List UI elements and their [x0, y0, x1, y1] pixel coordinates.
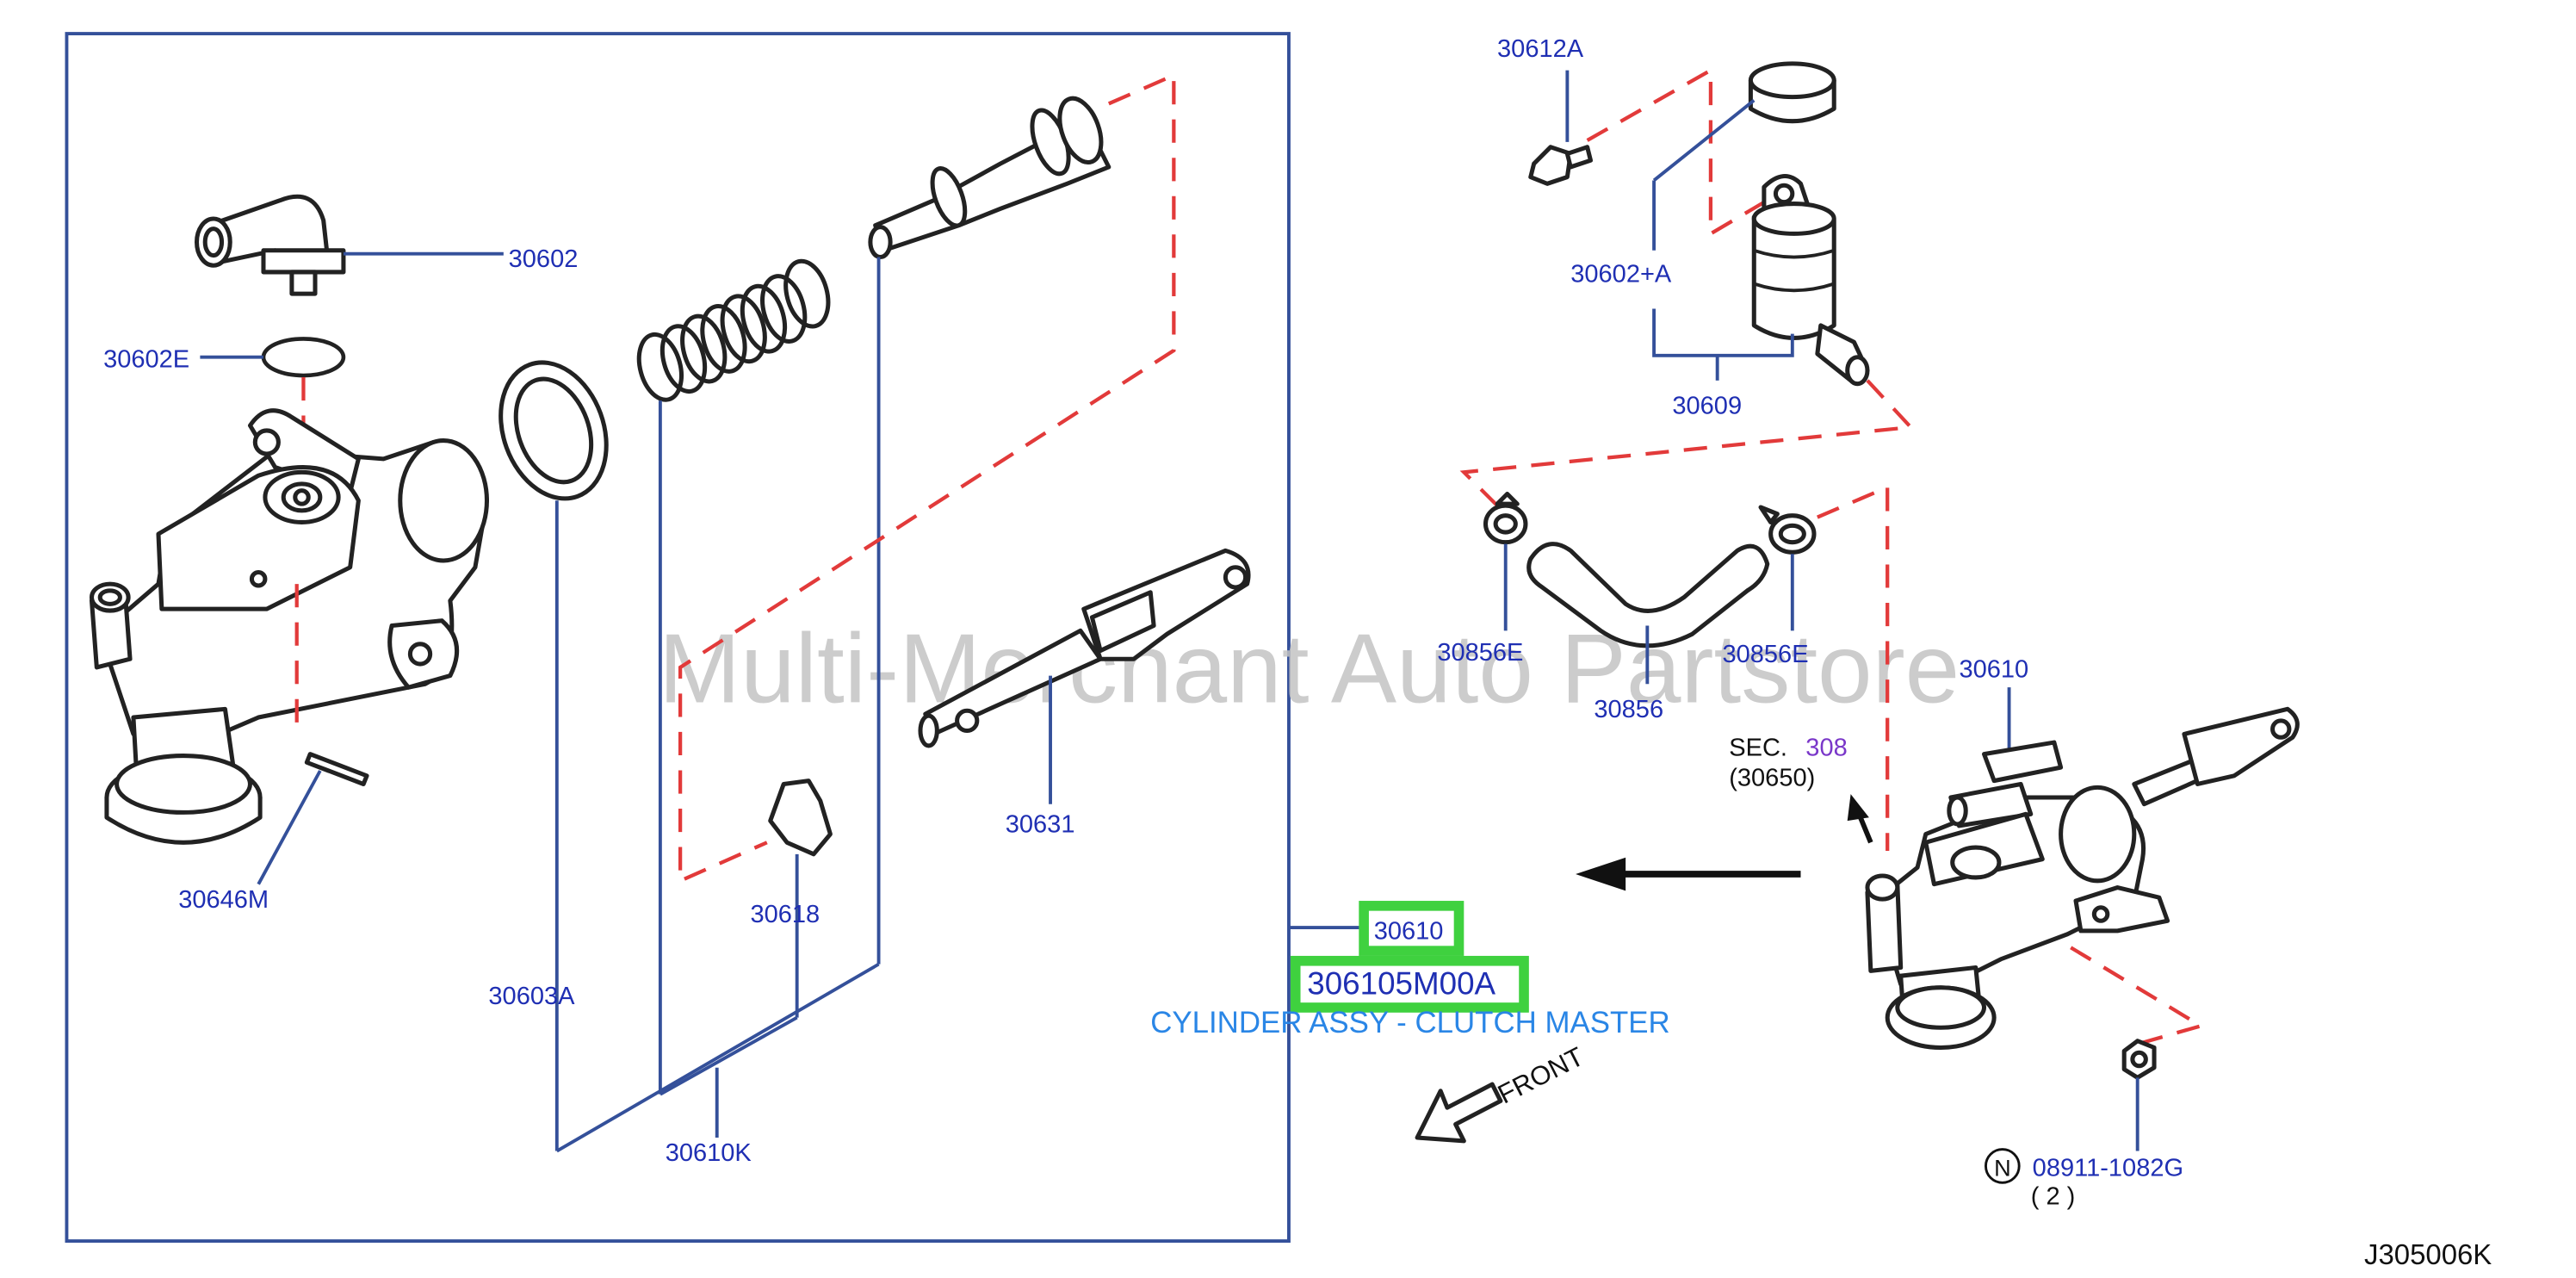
label-30646m[interactable]: 30646M [178, 886, 269, 914]
label-30610-right[interactable]: 30610 [1959, 656, 2028, 684]
label-30856e-left[interactable]: 30856E [1437, 639, 1523, 667]
bolt-30612a[interactable] [1528, 145, 1594, 186]
nut-08911[interactable] [2121, 1039, 2157, 1080]
sec-arrow [1847, 794, 1873, 844]
front-arrow [1415, 1082, 1503, 1144]
n-symbol: N [1994, 1155, 2011, 1182]
pin-30646m[interactable] [304, 752, 369, 786]
assembly-frame [65, 32, 1291, 1244]
label-08911-qty: ( 2 ) [2031, 1182, 2076, 1210]
bracket-30609 [1652, 308, 1794, 357]
assembly-arrow [1576, 857, 1801, 891]
spring[interactable] [632, 257, 834, 405]
label-callout-ref[interactable]: 30610 [1374, 918, 1444, 946]
label-30618[interactable]: 30618 [750, 901, 820, 928]
push-rod-30631[interactable] [918, 548, 1251, 748]
clamp-30856e-left[interactable] [1483, 492, 1528, 545]
label-30612a[interactable]: 30612A [1497, 35, 1584, 63]
dash-internals [678, 72, 1176, 884]
label-08911[interactable]: 08911-1082G [2033, 1155, 2183, 1182]
part-number[interactable]: 306105M00A [1307, 965, 1495, 1001]
sec-sub: (30650) [1729, 764, 1815, 791]
elbow-fitting-30602[interactable] [194, 194, 346, 296]
dash-hose-cylinder [1817, 484, 1890, 851]
piston[interactable] [868, 93, 1112, 260]
o-ring-30602e[interactable] [261, 337, 346, 378]
reservoir-30609[interactable] [1751, 174, 1870, 387]
label-30856e-right[interactable]: 30856E [1722, 641, 1808, 668]
assembled-cylinder-30610[interactable] [1865, 706, 2300, 1050]
label-30602[interactable]: 30602 [509, 245, 579, 273]
dash-reservoir-hose [1459, 379, 1915, 511]
clamp-30856e-right[interactable] [1758, 505, 1817, 555]
n-symbol-circle [1985, 1148, 2021, 1184]
highlight-part-ref [1359, 901, 1464, 956]
highlight-part-number [1290, 955, 1529, 1013]
seal-ring-30603a[interactable] [483, 348, 625, 514]
cylinder-body[interactable] [89, 408, 489, 845]
label-30856[interactable]: 30856 [1594, 696, 1663, 723]
sec-number[interactable]: 308 [1805, 735, 1847, 762]
bracket-30610k-a [555, 962, 880, 1153]
reservoir-cap[interactable] [1748, 61, 1836, 124]
diagram-code: J305006K [2364, 1238, 2492, 1270]
dash-bolt [1586, 66, 1777, 238]
bracket-30610k-b [659, 1015, 798, 1096]
dash-nut [2070, 946, 2206, 1045]
sec-prefix: SEC. [1729, 735, 1787, 762]
leader-cap [1652, 98, 1756, 182]
part-description: CYLINDER ASSY - CLUTCH MASTER [1150, 1006, 1669, 1039]
label-30603a[interactable]: 30603A [488, 983, 575, 1010]
watermark: Multi-Merchant Auto Partstore [659, 615, 1960, 724]
label-30631[interactable]: 30631 [1006, 811, 1075, 839]
snap-ring-30618[interactable] [768, 779, 833, 857]
leader-30646m [257, 770, 322, 885]
label-30602e[interactable]: 30602E [103, 345, 189, 373]
front-label: FRONT [1493, 1041, 1588, 1110]
label-30602a[interactable]: 30602+A [1570, 261, 1672, 288]
label-30609[interactable]: 30609 [1672, 393, 1742, 420]
hose-30856[interactable] [1526, 542, 1770, 648]
label-30610k[interactable]: 30610K [666, 1139, 752, 1167]
